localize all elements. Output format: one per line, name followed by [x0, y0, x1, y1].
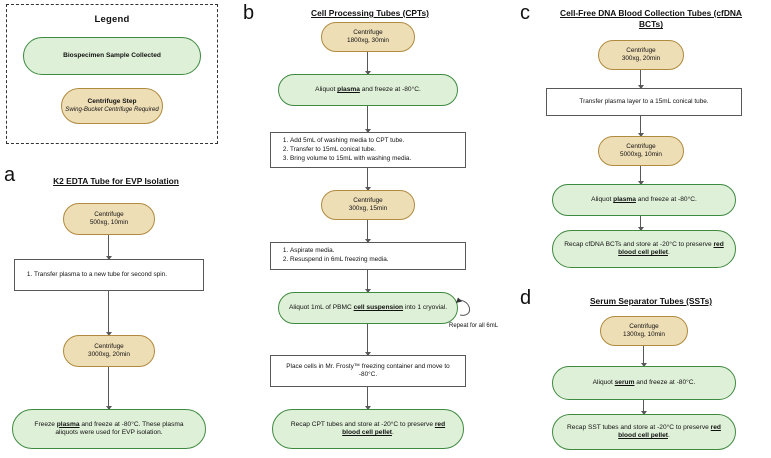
centrifuge-line1: Centrifuge [94, 211, 124, 218]
repeat-loop-arrow [456, 297, 470, 316]
panel-d-arrow-1 [640, 346, 648, 367]
panel-a-step-list-1: Transfer plasma to a new tube for second… [14, 259, 204, 291]
centrifuge-line1: Centrifuge [353, 29, 383, 36]
legend-box: Legend Biospecimen Sample Collected Cent… [6, 4, 218, 144]
panel-c-letter: c [520, 2, 530, 24]
centrifuge-line2: 300xg, 20min [621, 55, 661, 62]
panel-a-arrow-1 [105, 235, 113, 260]
panel-a-arrow-3 [105, 367, 113, 410]
legend-centrifuge-title: Centrifuge Step [87, 98, 137, 106]
sample-label: Aliquot 1mL of PBMC cell suspension into… [288, 303, 448, 311]
centrifuge-line1: Centrifuge [94, 343, 124, 350]
panel-b-step-centrifuge-1: Centrifuge 1800xg, 30min [321, 22, 415, 52]
panel-b-arrow-7 [364, 387, 372, 410]
panel-c-arrow-1 [637, 70, 645, 89]
legend-title: Legend [94, 14, 130, 25]
sample-label: Recap CPT tubes and store at -20°C to pr… [290, 420, 446, 436]
centrifuge-line1: Centrifuge [629, 323, 659, 330]
repeat-label: Repeat for all 6mL [449, 323, 499, 329]
panel-d-step-sample-serum: Aliquot serum and freeze at -80°C. [552, 366, 736, 400]
sample-label: Freeze plasma and freeze at -80°C. These… [34, 420, 184, 436]
centrifuge-line2: 1800xg, 30min [347, 37, 389, 44]
panel-a-step-centrifuge-1: Centrifuge 500xg, 10min [63, 203, 155, 235]
panel-d-title: Serum Separator Tubes (SSTs) [589, 296, 713, 306]
transfer-label: Transfer plasma layer to a 15mL conical … [579, 98, 709, 105]
list-item: Resuspend in 6mL freezing media. [290, 256, 459, 264]
sample-label: Recap SST tubes and store at -20°C to pr… [567, 423, 721, 439]
panel-c-arrow-3 [637, 166, 645, 185]
panel-b-arrow-5 [364, 270, 372, 293]
centrifuge-line2: 500xg, 10min [89, 219, 129, 226]
panel-a-step-sample-final: Freeze plasma and freeze at -80°C. These… [12, 409, 206, 449]
panel-a-letter: a [4, 164, 16, 186]
panel-c-arrow-4 [637, 216, 645, 231]
centrifuge-line2: 5000xg, 10min [620, 151, 662, 158]
legend-sample-label: Biospecimen Sample Collected [63, 51, 161, 59]
panel-b-step-frosty: Place cells in Mr. Frosty™ freezing cont… [270, 355, 466, 387]
panel-d-arrow-2 [640, 400, 648, 415]
sample-label: Aliquot plasma and freeze at -80°C. [315, 85, 421, 93]
panel-b-arrow-1 [364, 52, 372, 75]
panel-b-step-sample-plasma: Aliquot plasma and freeze at -80°C. [278, 74, 458, 106]
panel-c-step-centrifuge-2: Centrifuge 5000xg, 10min [598, 136, 684, 166]
centrifuge-line1: Centrifuge [626, 47, 656, 54]
panel-b-step-sample-recap: Recap CPT tubes and store at -20°C to pr… [272, 409, 464, 449]
panel-b-arrow-4 [364, 220, 372, 243]
panel-a-step-centrifuge-2: Centrifuge 3000xg, 20min [63, 335, 155, 367]
panel-b-title: Cell Processing Tubes (CPTs) [311, 8, 429, 18]
panel-d-step-sample-recap: Recap SST tubes and store at -20°C to pr… [552, 414, 736, 450]
frosty-label: Place cells in Mr. Frosty™ freezing cont… [286, 363, 450, 378]
sample-label: Recap cfDNA BCTs and store at -20°C to p… [564, 240, 724, 256]
list-item: Bring volume to 15mL with washing media. [290, 155, 459, 163]
panel-b-arrow-2 [364, 106, 372, 133]
sample-label: Aliquot serum and freeze at -80°C. [592, 378, 696, 386]
panel-b-step-centrifuge-2: Centrifuge 300xg, 15min [321, 190, 415, 220]
legend-sample-node: Biospecimen Sample Collected [23, 37, 201, 75]
panel-c-step-centrifuge-1: Centrifuge 300xg, 20min [598, 40, 684, 70]
panel-b-letter: b [243, 2, 255, 24]
panel-b-step-list-2: Aspirate media. Resuspend in 6mL freezin… [270, 242, 466, 270]
panel-c-arrow-2 [637, 116, 645, 137]
panel-a-title: K2 EDTA Tube for EVP Isolation [53, 176, 179, 186]
centrifuge-line2: 300xg, 15min [348, 205, 388, 212]
panel-b-step-list-1: Add 5mL of washing media to CPT tube. Tr… [270, 132, 466, 168]
sample-label: Aliquot plasma and freeze at -80°C. [591, 195, 697, 203]
centrifuge-line2: 3000xg, 20min [88, 351, 130, 358]
list-item: Aspirate media. [290, 247, 459, 255]
panel-c-title: Cell-Free DNA Blood Collection Tubes (cf… [560, 8, 742, 30]
list-item: Transfer to 15mL conical tube. [290, 146, 459, 154]
centrifuge-line1: Centrifuge [626, 143, 656, 150]
list-item: Add 5mL of washing media to CPT tube. [290, 137, 459, 145]
panel-c-step-transfer: Transfer plasma layer to a 15mL conical … [546, 88, 742, 116]
legend-centrifuge-node: Centrifuge Step Swing-Bucket Centrifuge … [61, 88, 163, 124]
panel-b-step-sample-pbmc: Aliquot 1mL of PBMC cell suspension into… [278, 292, 458, 324]
panel-d-step-centrifuge-1: Centrifuge 1300xg, 10min [600, 316, 688, 346]
panel-b-arrow-3 [364, 168, 372, 191]
legend-centrifuge-sub: Swing-Bucket Centrifuge Required [65, 106, 159, 114]
panel-c-step-sample-recap: Recap cfDNA BCTs and store at -20°C to p… [552, 230, 736, 268]
panel-c-step-sample-plasma: Aliquot plasma and freeze at -80°C. [552, 184, 736, 216]
panel-a-arrow-2 [105, 291, 113, 336]
centrifuge-line1: Centrifuge [353, 197, 383, 204]
panel-d-letter: d [520, 287, 532, 309]
panel-b-arrow-6 [364, 324, 372, 356]
centrifuge-line2: 1300xg, 10min [623, 331, 665, 338]
list-item: Transfer plasma to a new tube for second… [34, 271, 197, 279]
